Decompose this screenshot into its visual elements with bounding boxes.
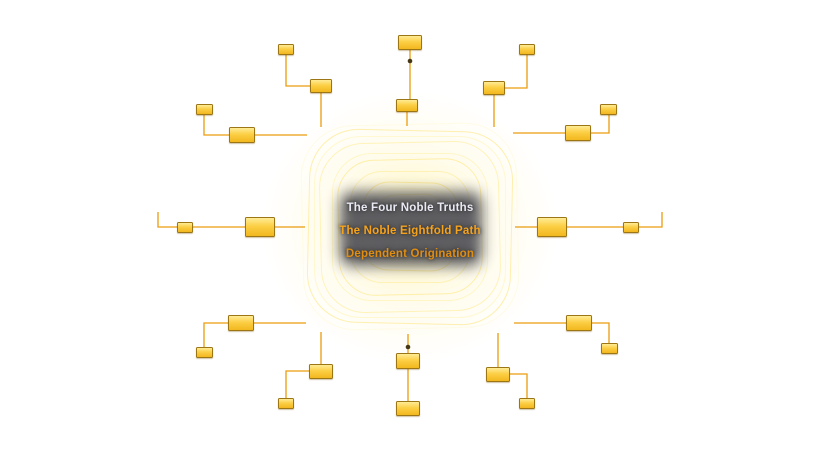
center-topics: The Four Noble Truths The Noble Eightfol… [310,197,510,266]
topic-node[interactable] [396,401,420,416]
topic-node[interactable] [310,79,332,93]
connector-line [285,370,309,398]
junction-dot [407,58,413,64]
topic-node[interactable] [396,99,418,112]
topic-node[interactable] [486,367,510,382]
topic-node[interactable] [278,44,294,55]
topic-noble-eightfold-path[interactable]: The Noble Eightfold Path [339,225,481,237]
topic-node[interactable] [196,104,213,115]
connector-line [203,322,228,347]
connector-line [285,55,310,87]
topic-node[interactable] [566,315,592,331]
topic-node[interactable] [396,353,420,369]
connector-line [591,115,610,134]
topic-node[interactable] [623,222,639,233]
topic-node[interactable] [278,398,294,409]
connector-line [505,55,528,89]
topic-node[interactable] [398,35,422,50]
connector-line [203,115,229,136]
connector-line [592,322,610,343]
connector-line [639,212,663,228]
topic-node[interactable] [519,44,535,55]
topic-node[interactable] [537,217,567,237]
junction-dot [405,344,411,350]
topic-node[interactable] [177,222,193,233]
topic-node[interactable] [483,81,505,95]
topic-node[interactable] [309,364,333,379]
topic-dependent-origination[interactable]: Dependent Origination [345,248,475,260]
topic-node[interactable] [519,398,535,409]
topic-node[interactable] [601,343,618,354]
topic-node[interactable] [600,104,617,115]
topic-node[interactable] [228,315,254,331]
topic-node[interactable] [196,347,213,358]
topic-four-noble-truths[interactable]: The Four Noble Truths [346,202,474,214]
topic-node[interactable] [229,127,255,143]
connector-line [157,212,177,228]
topic-node[interactable] [245,217,275,237]
topic-node[interactable] [565,125,591,141]
connector-line [510,373,528,398]
